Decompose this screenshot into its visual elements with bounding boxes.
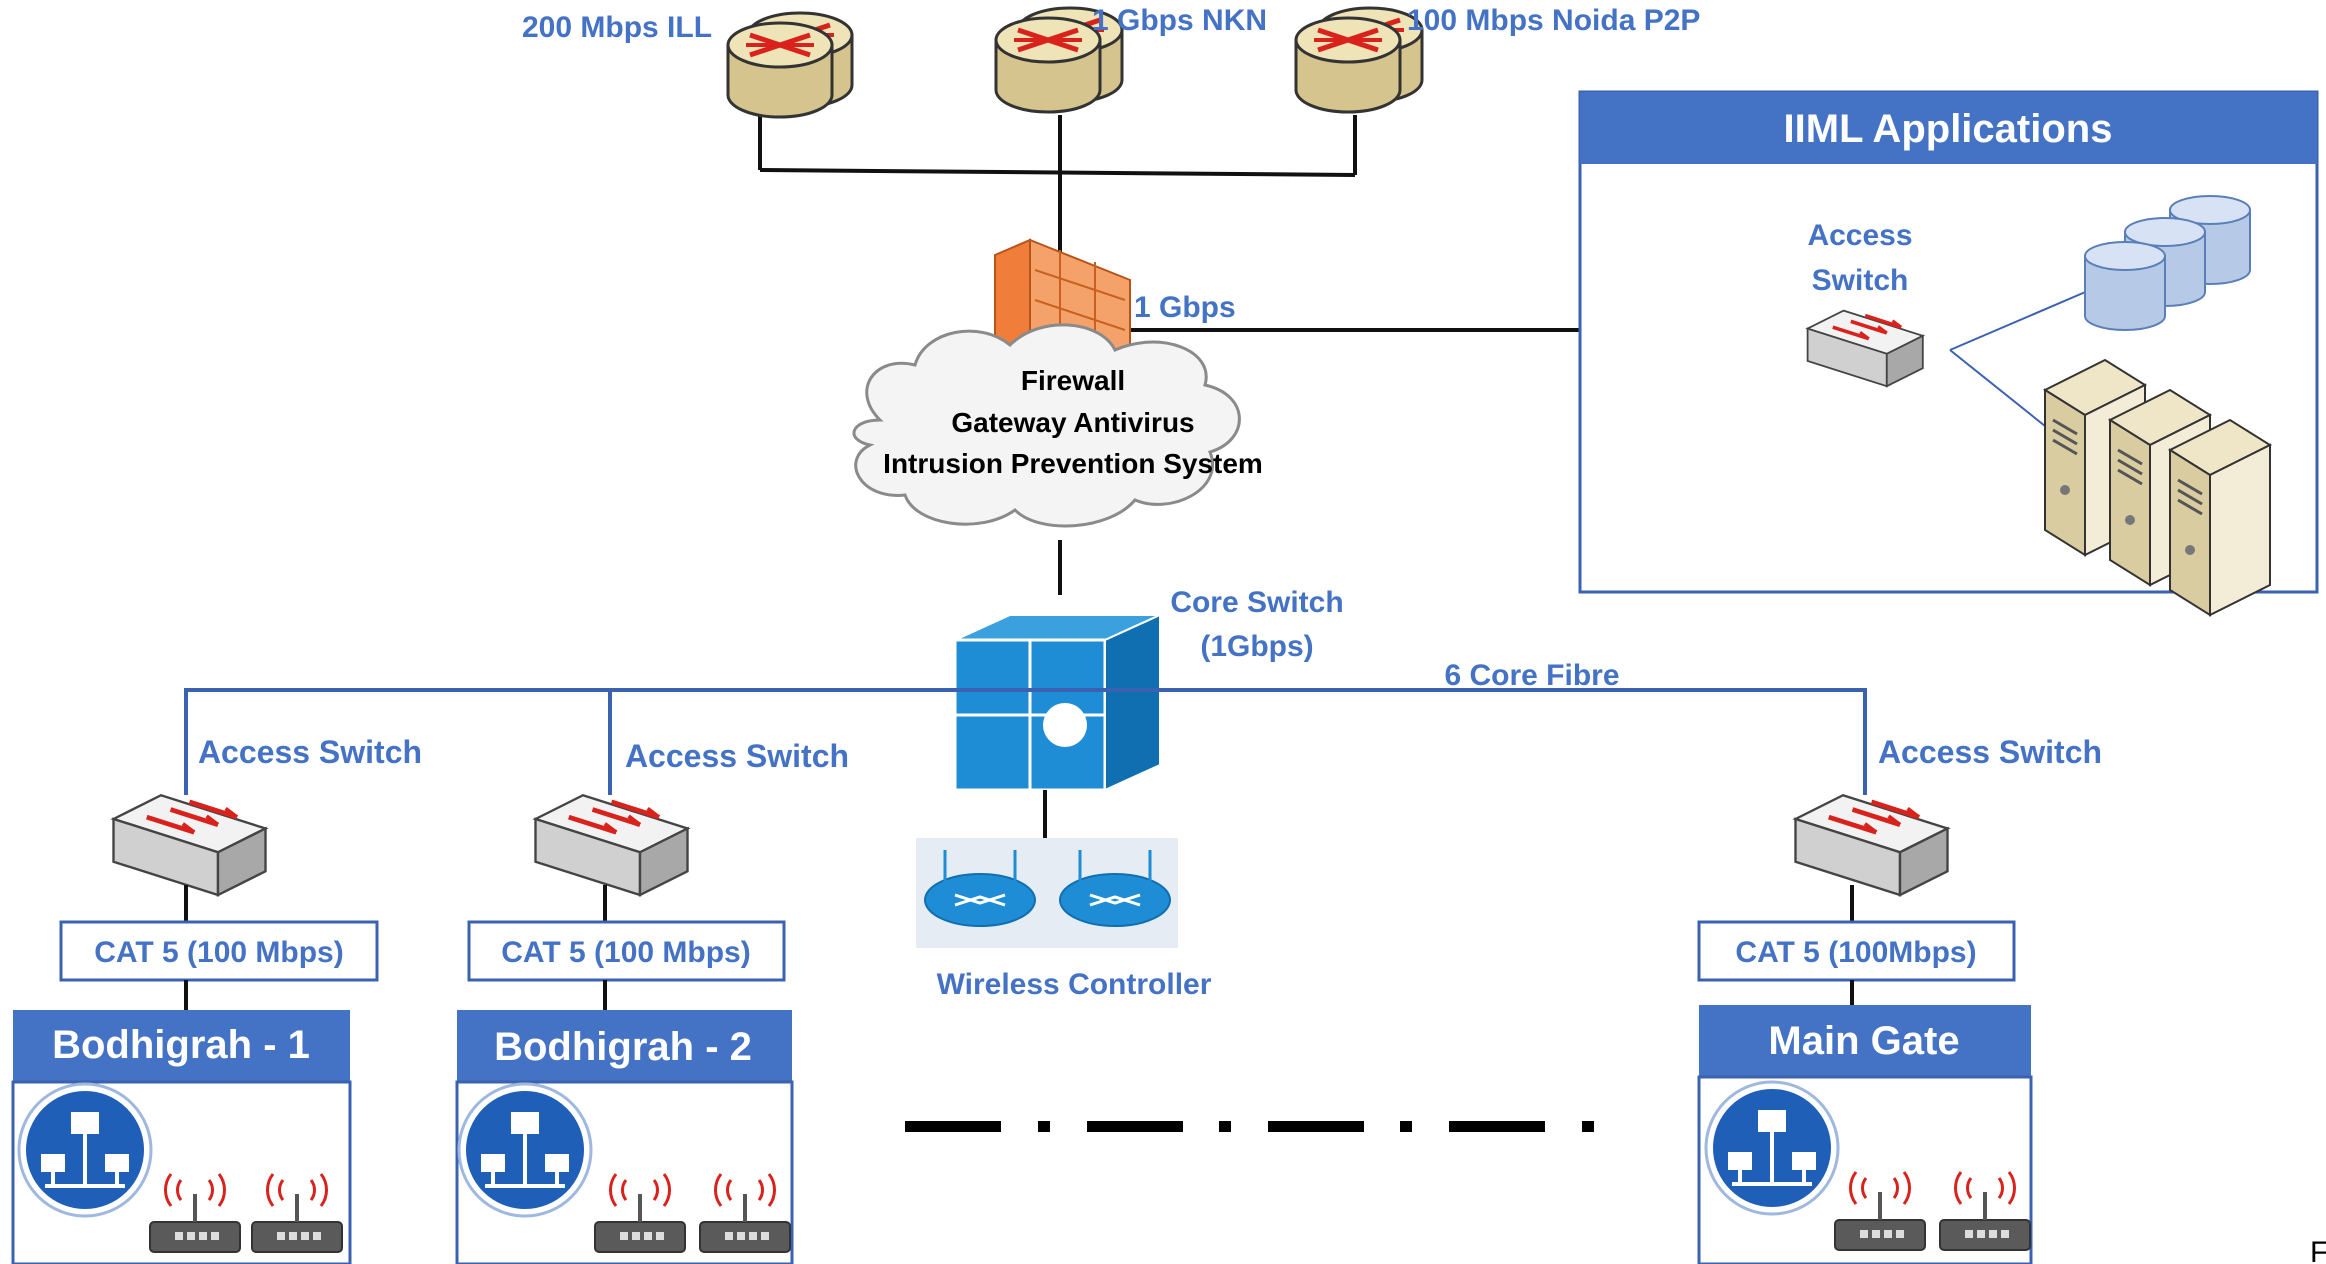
firewall-line-3: Intrusion Prevention System [883,448,1263,479]
site-main-gate [1697,795,2033,1264]
wan-label-nkn: 1 Gbps NKN [1092,4,1267,37]
firewall-link-label: 1 Gbps [1134,291,1236,324]
security-cloud [852,323,1241,528]
site-1-cable-label: CAT 5 (100 Mbps) [94,936,343,969]
site-bodhigrah-2 [455,795,794,1264]
app-switch-label-2: Switch [1812,264,1909,297]
app-links [1949,289,2091,431]
wan-label-noida: 100 Mbps Noida P2P [1407,4,1700,37]
network-group-icon [1706,1082,1838,1214]
firewall-line-2: Gateway Antivirus [951,407,1194,438]
site-3-switch-label: Access Switch [1878,734,2102,770]
site-1-name: Bodhigrah - 1 [52,1023,310,1067]
site-3-name: Main Gate [1768,1019,1959,1063]
access-switch-icon [1796,795,1948,895]
wireless-controller-icon [916,838,1178,948]
site-2-switch-label: Access Switch [625,738,849,774]
router-noida [1296,8,1422,112]
site-3-cable-label: CAT 5 (100Mbps) [1735,936,1976,969]
applications-panel [1578,90,2319,594]
router-ill [728,13,852,117]
more-sites-separator [905,1121,1594,1132]
fibre-label: 6 Core Fibre [1444,659,1619,692]
firewall-line-1: Firewall [1021,365,1125,396]
core-switch-label-2: (1Gbps) [1200,630,1313,663]
wireless-controller-label: Wireless Controller [937,968,1212,1001]
core-switch-icon [953,613,1161,792]
core-switch-label-1: Core Switch [1170,586,1343,619]
network-group-icon [459,1084,591,1216]
site-bodhigrah-1 [11,795,379,1264]
app-switch-label-1: Access [1807,219,1912,252]
access-switch-icon [114,795,266,895]
network-group-icon [19,1084,151,1216]
wan-label-ill: 200 Mbps ILL [522,11,712,44]
fibre-backbone [184,688,1867,795]
applications-title: IIML Applications [1784,107,2113,151]
site-1-switch-label: Access Switch [198,734,422,770]
site-2-cable-label: CAT 5 (100 Mbps) [501,936,750,969]
edge-character: F [2310,1236,2326,1264]
site-2-name: Bodhigrah - 2 [494,1025,752,1069]
access-switch-icon [536,795,688,895]
